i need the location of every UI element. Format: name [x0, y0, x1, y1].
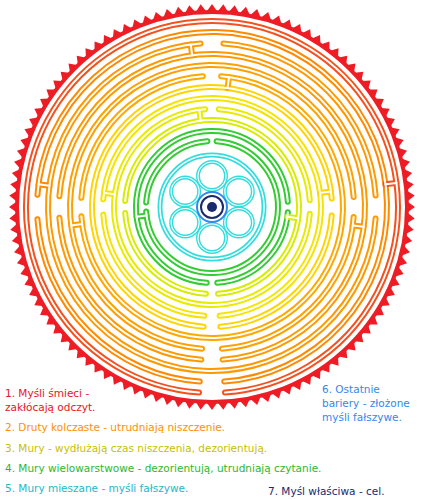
- wall: [191, 44, 192, 55]
- legend-note: 5. Mury mieszane - myśli fałszywe.: [5, 481, 255, 495]
- wall: [48, 43, 376, 371]
- rim-line: [17, 12, 407, 402]
- petal-core: [198, 224, 226, 252]
- wall: [59, 54, 365, 360]
- wall: [71, 224, 82, 225]
- wall: [103, 98, 321, 316]
- wall: [92, 87, 332, 327]
- petal-core: [225, 178, 253, 206]
- wall-core: [48, 43, 376, 371]
- legend-note: 7. Myśl właściwa - cel.: [268, 484, 420, 498]
- barbed-rim: [9, 4, 415, 410]
- wall-core: [199, 110, 200, 121]
- petal-core: [171, 209, 199, 237]
- legend-note: 2. Druty kolczaste - utrudniają niszczen…: [5, 420, 335, 434]
- wall-core: [136, 131, 288, 283]
- wall-core: [386, 183, 397, 184]
- wall-core: [353, 225, 364, 226]
- wall-core: [81, 76, 343, 338]
- wall: [287, 217, 298, 218]
- wall: [320, 191, 331, 192]
- wall-core: [114, 109, 310, 305]
- petal: [225, 209, 253, 237]
- wall: [104, 193, 115, 194]
- wall-core: [92, 87, 332, 327]
- petal-core: [198, 162, 226, 190]
- wall-core: [125, 120, 299, 294]
- wall-core: [223, 43, 375, 195]
- petal: [225, 178, 253, 206]
- wall-core: [104, 193, 115, 194]
- wall: [228, 77, 229, 88]
- petal-core: [225, 209, 253, 237]
- rosette-ring: [160, 155, 264, 259]
- wall: [353, 225, 364, 226]
- wall-core: [320, 191, 331, 192]
- wall: [37, 32, 387, 382]
- labyrinth-walls: [26, 21, 398, 393]
- petal: [171, 178, 199, 206]
- wall: [26, 21, 398, 393]
- goal-ring: [201, 196, 223, 218]
- wall-core: [146, 141, 278, 273]
- legend-note: 1. Myśli śmieci - zakłócają odczyt.: [5, 386, 127, 414]
- rosette-ring-core: [160, 155, 264, 259]
- wall-core: [59, 54, 365, 360]
- petal: [171, 209, 199, 237]
- wall-core: [103, 98, 321, 316]
- wall: [137, 216, 147, 217]
- petal-core: [171, 178, 199, 206]
- wall-core: [287, 217, 298, 218]
- wall: [81, 76, 343, 338]
- wall: [70, 65, 354, 349]
- petal: [198, 162, 226, 190]
- wall-core: [38, 184, 49, 185]
- wall-core: [103, 215, 204, 316]
- wall-core: [228, 77, 229, 88]
- wall: [136, 131, 288, 283]
- wall-core: [137, 216, 147, 217]
- wall: [386, 183, 397, 184]
- wall: [114, 109, 310, 305]
- wall-core: [26, 21, 398, 393]
- centre-ring: [197, 192, 227, 222]
- goal-dot: [207, 202, 217, 212]
- legend-note: 3. Mury - wydłużają czas niszczenia, dez…: [5, 441, 385, 455]
- legend-note: 6. Ostatnie bariery - złożone myśli fałs…: [322, 382, 418, 424]
- legend-note: 4. Mury wielowarstwowe - dezorientują, u…: [5, 461, 421, 475]
- rosette: [160, 155, 264, 259]
- wall-core: [37, 32, 387, 382]
- wall: [199, 110, 200, 121]
- wall: [146, 141, 278, 273]
- wall-core: [191, 44, 192, 55]
- petal: [198, 224, 226, 252]
- wall: [125, 120, 299, 294]
- wall: [38, 184, 49, 185]
- wall-core: [220, 215, 331, 326]
- wall-core: [70, 65, 354, 349]
- wall-core: [71, 224, 82, 225]
